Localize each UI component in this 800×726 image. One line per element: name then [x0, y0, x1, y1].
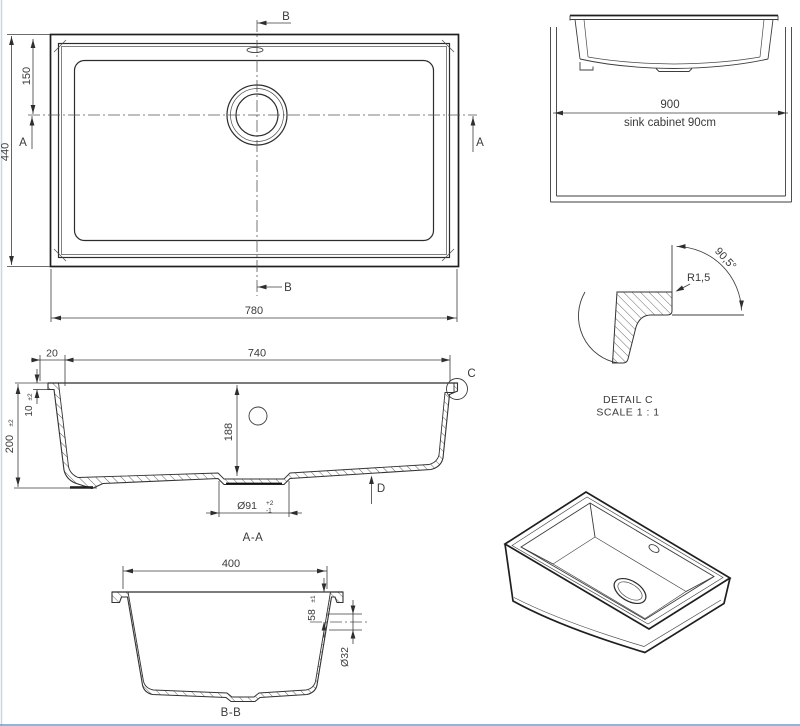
- dim-10-tol: ±2: [27, 393, 34, 401]
- dim-200: 200: [4, 435, 16, 453]
- basin-edge: [73, 59, 435, 242]
- aa-basin-interior: [57, 382, 455, 480]
- sink-rim-line: [57, 42, 451, 259]
- iso-rim-outer: [503, 491, 732, 630]
- top-view: B B A A 150 440 780: [0, 11, 484, 322]
- detail-c-marker-circle: [446, 378, 468, 400]
- angle-arc: [676, 246, 742, 311]
- detail-c-title: DETAIL C: [603, 394, 653, 406]
- dim-o32: Ø32: [339, 647, 351, 667]
- dim-900: 900: [660, 99, 679, 111]
- sink-bottom-profile: [579, 58, 769, 69]
- dim-o91-tol-minus: -1: [266, 508, 272, 515]
- dim-58: 58: [306, 609, 318, 621]
- iso-overflow-hole: [648, 544, 660, 553]
- iso-body-silhouette: [504, 543, 731, 654]
- detail-c-view: 90,5° R1,5 DETAIL C SCALE 1 : 1: [578, 244, 744, 419]
- label-d: D: [377, 483, 385, 495]
- detail-c-scale: SCALE 1 : 1: [596, 407, 659, 419]
- caption-aa: A-A: [243, 532, 264, 544]
- sink-rim-inner-line: [61, 46, 447, 255]
- iso-drain-outer: [613, 577, 647, 605]
- section-marker-a-left: A: [19, 137, 27, 149]
- dim-o91-tol-plus: +2: [266, 500, 274, 507]
- dim-400: 400: [222, 558, 240, 570]
- section-marker-b-bottom: B: [284, 282, 292, 294]
- rim-cross-section-hatched: [611, 291, 673, 364]
- section-marker-a-right: A: [476, 137, 484, 149]
- iso-drain-inner: [617, 581, 643, 601]
- overflow-hole: [246, 46, 264, 54]
- dim-150: 150: [21, 67, 33, 85]
- sink-outer-edge: [49, 33, 460, 268]
- isometric-view: [503, 491, 732, 654]
- drain-boss: [655, 68, 693, 72]
- cabinet-label: sink cabinet 90cm: [624, 117, 716, 129]
- section-bb-view: 400 58 ±1 Ø32 B-B: [111, 558, 368, 719]
- cabinet-side-view: 900 sink cabinet 90cm: [550, 14, 792, 203]
- dim-10: 10: [24, 405, 35, 417]
- label-c: C: [467, 368, 475, 380]
- detail-boundary-arc: [578, 291, 619, 364]
- dim-200-tol: ±2: [8, 419, 15, 427]
- bb-basin-interior: [127, 591, 332, 698]
- caption-bb: B-B: [221, 707, 242, 719]
- dim-58-tol: ±1: [310, 595, 317, 603]
- radius-r1-5: R1,5: [687, 272, 710, 284]
- dim-780: 780: [245, 305, 263, 317]
- section-aa-view: 20 740 10 ±2 200 ±2 188 Ø91 +2 -1 C: [4, 348, 476, 545]
- dim-440: 440: [0, 143, 12, 161]
- dim-o91: Ø91: [237, 500, 257, 512]
- dim-188: 188: [223, 423, 235, 441]
- section-marker-b-top: B: [282, 11, 290, 23]
- iso-rim-inner: [511, 496, 724, 625]
- dim-20: 20: [46, 348, 58, 360]
- aa-overflow-hole: [248, 406, 268, 426]
- dim-740: 740: [248, 348, 266, 360]
